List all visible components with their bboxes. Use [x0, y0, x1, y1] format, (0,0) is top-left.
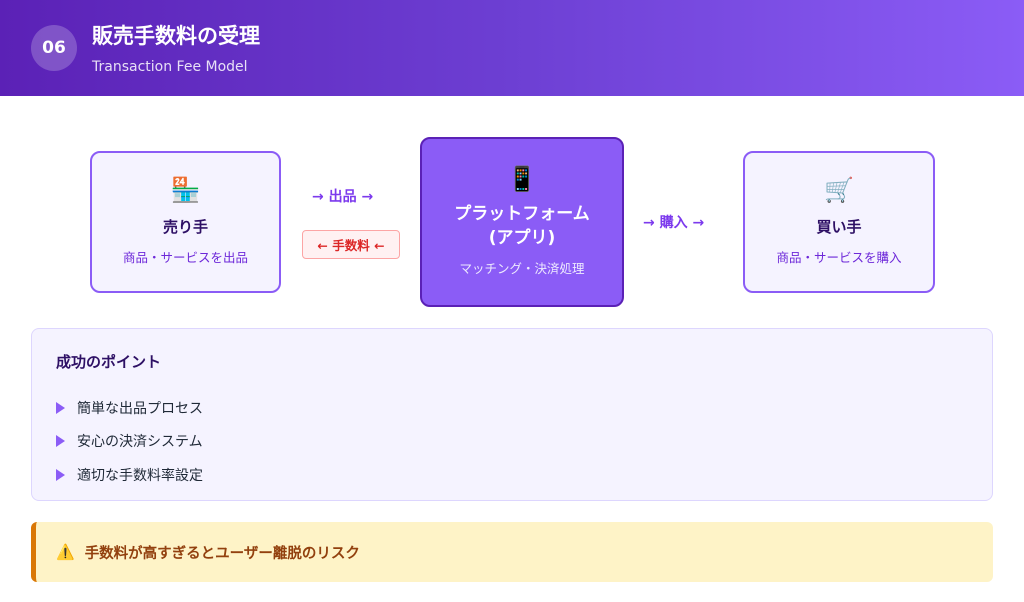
- buyer-node: 🛒 買い手 商品・サービスを購入: [743, 151, 935, 293]
- success-points-panel: 成功のポイント 簡単な出品プロセス 安心の決済システム 適切な手数料率設定: [31, 328, 993, 501]
- seller-label: 売り手: [162, 218, 208, 236]
- success-points-title: 成功のポイント: [56, 353, 162, 371]
- list-item-text: 安心の決済システム: [77, 434, 203, 451]
- warning-icon: ⚠️: [56, 543, 75, 561]
- platform-label: プラットフォーム (アプリ): [454, 203, 590, 251]
- triangle-bullet-icon: [56, 401, 65, 414]
- warning-text: 手数料が高すぎるとユーザー離脱のリスク: [84, 545, 360, 562]
- triangle-bullet-icon: [56, 468, 65, 481]
- mobile-phone-icon: 📱: [507, 164, 537, 193]
- warning-banner: ⚠️ 手数料が高すぎるとユーザー離脱のリスク: [31, 522, 993, 582]
- triangle-bullet-icon: [56, 435, 65, 448]
- listing-flow-arrow: → 出品 →: [312, 189, 374, 205]
- page-subtitle: Transaction Fee Model: [92, 59, 248, 75]
- platform-label-line1: プラットフォーム: [454, 203, 590, 224]
- section-number-badge: 06: [31, 25, 77, 71]
- platform-label-line2: (アプリ): [488, 227, 556, 248]
- platform-description: マッチング・決済処理: [459, 261, 585, 277]
- platform-node: 📱 プラットフォーム (アプリ) マッチング・決済処理: [420, 137, 624, 307]
- purchase-flow-arrow: → 購入 →: [643, 215, 705, 231]
- success-points-list: 簡単な出品プロセス 安心の決済システム 適切な手数料率設定: [56, 391, 203, 492]
- list-item-text: 簡単な出品プロセス: [77, 400, 203, 417]
- buyer-label: 買い手: [816, 218, 862, 236]
- seller-node: 🏪 売り手 商品・サービスを出品: [90, 151, 281, 293]
- buyer-description: 商品・サービスを購入: [776, 250, 902, 265]
- list-item: 安心の決済システム: [56, 425, 203, 459]
- list-item: 簡単な出品プロセス: [56, 391, 203, 425]
- fee-flow-arrow: ← 手数料 ←: [302, 230, 400, 259]
- header-bar: 06 販売手数料の受理 Transaction Fee Model: [0, 0, 1024, 96]
- convenience-store-icon: 🏪: [170, 176, 201, 204]
- seller-description: 商品・サービスを出品: [122, 250, 248, 265]
- list-item: 適切な手数料率設定: [56, 458, 203, 492]
- page-title: 販売手数料の受理: [92, 24, 260, 48]
- shopping-cart-icon: 🛒: [824, 176, 854, 204]
- list-item-text: 適切な手数料率設定: [77, 467, 203, 484]
